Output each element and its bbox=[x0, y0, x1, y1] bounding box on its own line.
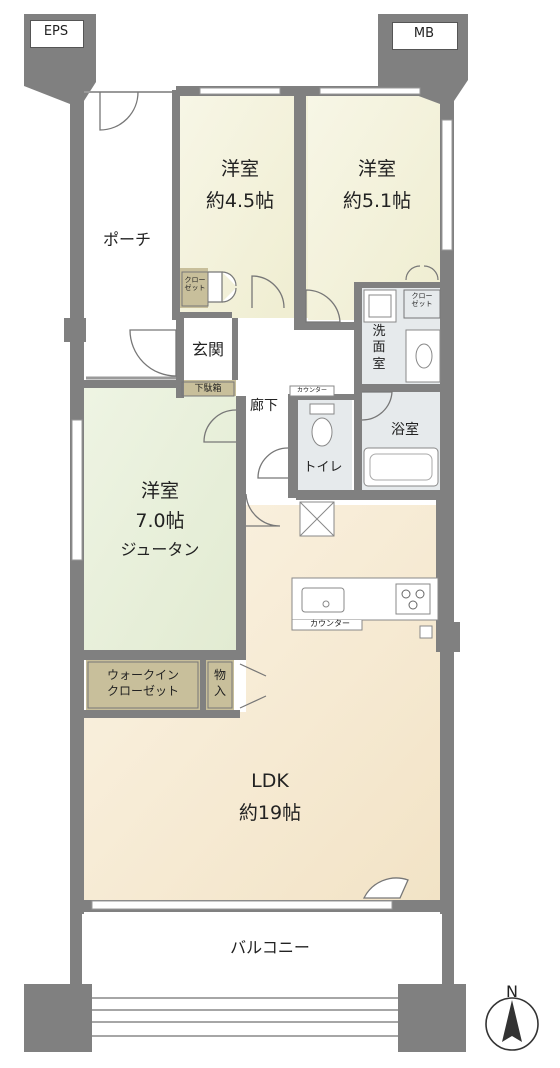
ldk-size: 約19帖 bbox=[238, 802, 302, 824]
kitchen-sink bbox=[301, 587, 345, 613]
pillar-mid-left bbox=[64, 318, 86, 342]
washing-machine-inner bbox=[368, 294, 392, 318]
entrance-label: 玄関 bbox=[191, 340, 224, 359]
balcony-label: バルコニー bbox=[230, 938, 310, 957]
door-balcony bbox=[362, 877, 409, 899]
door-ldk bbox=[245, 493, 281, 527]
wic-label: ウォークイン クローゼット bbox=[106, 668, 179, 698]
door-closet2 bbox=[405, 265, 439, 281]
wall-toilet-top bbox=[288, 394, 356, 400]
wall-wash-top bbox=[354, 282, 442, 288]
wall-room3-bottom bbox=[84, 650, 246, 660]
washroom-label: 洗 面 室 bbox=[372, 324, 386, 372]
wall-room3-right bbox=[236, 396, 246, 654]
burner-2 bbox=[415, 589, 425, 599]
closet1-outline bbox=[181, 271, 209, 307]
wall-entrance-left bbox=[176, 318, 184, 398]
storage-outline bbox=[207, 661, 233, 709]
ldk-title: LDK bbox=[251, 770, 289, 792]
mb-box bbox=[392, 22, 458, 50]
room2-size: 約5.1帖 bbox=[342, 190, 412, 212]
closet1-label: クロー ゼット bbox=[184, 276, 206, 293]
porch-label: ポーチ bbox=[102, 230, 151, 249]
washbasin-bowl bbox=[415, 343, 433, 369]
balcony-railing bbox=[92, 997, 398, 1037]
window-ldk bbox=[91, 900, 393, 910]
fridge-spot bbox=[419, 625, 433, 639]
closet1-floor bbox=[180, 268, 208, 308]
storage-label: 物 入 bbox=[213, 668, 226, 698]
door-storage bbox=[239, 663, 267, 709]
wall-wash-bath bbox=[360, 384, 442, 392]
room2-title: 洋室 bbox=[357, 158, 396, 180]
hallway-label: 廊下 bbox=[250, 398, 278, 414]
wall-wash-left bbox=[354, 282, 362, 494]
bathroom-label: 浴室 bbox=[391, 422, 419, 438]
wall-toilet-left bbox=[288, 394, 298, 498]
door-room1 bbox=[251, 275, 285, 309]
wall-room1-room2 bbox=[294, 96, 306, 330]
toilet-tank bbox=[309, 403, 335, 415]
wall-room1-bottom bbox=[176, 312, 232, 318]
room1-title: 洋室 bbox=[220, 158, 259, 180]
closet2-label: クロー ゼット bbox=[411, 292, 433, 309]
door-porch bbox=[99, 91, 139, 131]
north-label: N bbox=[506, 982, 518, 1001]
shoe-box-outline bbox=[181, 381, 235, 397]
room3-title: 洋室 bbox=[140, 480, 179, 502]
wall-balcony-left bbox=[70, 912, 82, 984]
door-toilet bbox=[257, 447, 289, 479]
burner-1 bbox=[401, 589, 411, 599]
wall-entrance-right bbox=[232, 318, 238, 380]
pillar-bottom-left bbox=[24, 984, 92, 1052]
window-room1 bbox=[199, 87, 281, 95]
toilet-bowl bbox=[311, 417, 333, 447]
door-bath bbox=[361, 391, 393, 421]
wall-right bbox=[440, 84, 454, 914]
wic-floor bbox=[86, 660, 200, 710]
wall-porch-room1 bbox=[172, 90, 180, 320]
bathtub-inner bbox=[369, 453, 433, 481]
room3-size: 7.0帖 bbox=[135, 510, 185, 532]
eps-box bbox=[30, 20, 84, 48]
kitchen-counter-label: カウンター bbox=[310, 619, 350, 628]
toilet-counter-label: カウンター bbox=[296, 387, 327, 394]
pillar-bottom-right bbox=[398, 984, 466, 1052]
wall-kitchen-right bbox=[436, 500, 442, 630]
room1-size: 約4.5帖 bbox=[205, 190, 275, 212]
window-room2 bbox=[319, 87, 421, 95]
ps-box-cross-2 bbox=[299, 501, 335, 537]
room3-floor-label: ジュータン bbox=[120, 540, 200, 559]
toilet-counter bbox=[289, 385, 335, 397]
wall-wic-storage bbox=[200, 660, 206, 712]
wall-top bbox=[176, 86, 444, 96]
wall-balcony-right bbox=[442, 912, 454, 984]
window-room2-side bbox=[441, 119, 453, 251]
door-room3 bbox=[203, 409, 237, 443]
room3-floor bbox=[84, 388, 236, 650]
door-room2 bbox=[305, 289, 341, 323]
wall-bath-bottom bbox=[296, 490, 442, 500]
door-closet1 bbox=[208, 271, 237, 303]
burner-3 bbox=[408, 600, 418, 610]
door-entrance bbox=[129, 329, 177, 377]
wall-wic-bottom bbox=[84, 710, 240, 718]
eps-label: EPS bbox=[43, 24, 69, 39]
window-room3 bbox=[71, 419, 83, 561]
shoe-box-floor bbox=[180, 380, 236, 396]
wall-room2-bottom bbox=[306, 322, 360, 330]
kitchen-counter-ledge bbox=[291, 620, 363, 631]
closet2-outline bbox=[403, 289, 441, 319]
shoe-box-label: 下駄箱 bbox=[194, 384, 222, 394]
compass-needle bbox=[502, 1000, 522, 1042]
toilet-label: トイレ bbox=[303, 460, 343, 475]
mb-label: MB bbox=[413, 26, 435, 41]
wic-outline bbox=[87, 661, 199, 709]
kitchen-faucet bbox=[322, 600, 330, 608]
wall-room3-top bbox=[84, 380, 180, 388]
storage-floor bbox=[206, 660, 234, 710]
